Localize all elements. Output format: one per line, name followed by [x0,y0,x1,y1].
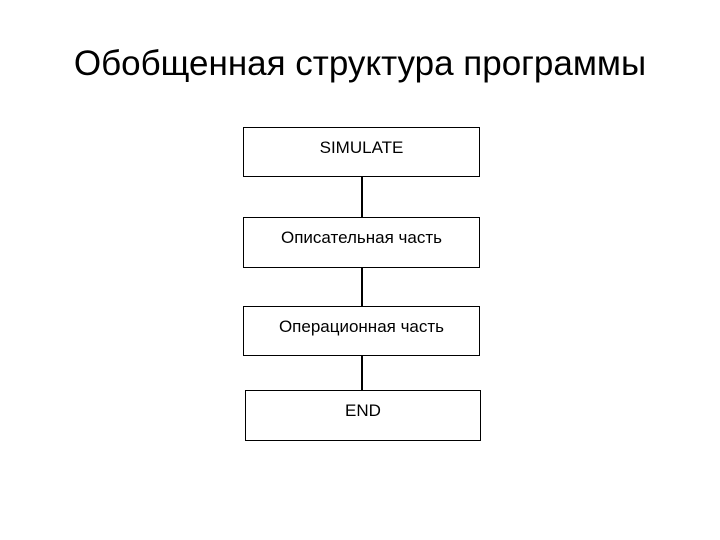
block-end: END [245,390,481,441]
block-simulate: SIMULATE [243,127,480,177]
connector-descriptive-to-operational [361,268,363,306]
slide-title: Обобщенная структура программы [73,44,647,83]
connector-simulate-to-descriptive [361,177,363,217]
connector-operational-to-end [361,356,363,390]
block-operational-part: Операционная часть [243,306,480,356]
block-descriptive-part: Описательная часть [243,217,480,268]
